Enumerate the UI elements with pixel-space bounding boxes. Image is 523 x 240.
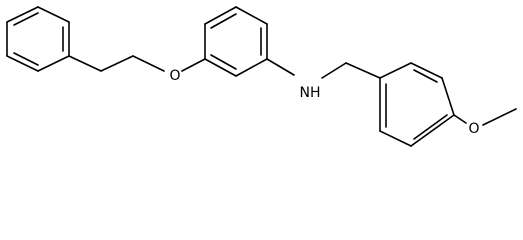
bond: [181, 58, 206, 72]
bond: [6, 55, 39, 72]
bond: [100, 55, 134, 72]
bond: [235, 6, 268, 25]
bond: [37, 55, 70, 72]
bond: [68, 55, 102, 72]
double-bond-inner: [413, 114, 448, 140]
double-bond-inner: [210, 54, 237, 70]
bond: [441, 77, 455, 116]
bond: [379, 130, 412, 147]
phenyl-ring: [6, 6, 70, 72]
bond: [345, 62, 381, 79]
ether-oxygen-label: O: [169, 68, 180, 84]
chemical-structure: O NH O: [6, 6, 517, 147]
methyl-bond: [482, 108, 517, 126]
bond: [132, 55, 165, 72]
bond: [235, 58, 268, 77]
bond: [453, 114, 467, 124]
central-benzene-ring: [204, 6, 268, 77]
methoxy-oxygen-label: O: [468, 121, 479, 137]
double-bond-inner: [413, 69, 438, 83]
bond: [410, 114, 455, 147]
bond: [321, 62, 347, 79]
methoxyphenyl-ring: [379, 62, 455, 147]
bond: [379, 62, 412, 79]
bond: [410, 62, 443, 79]
double-bond-inner: [13, 12, 39, 26]
bond: [204, 6, 237, 25]
bond: [37, 6, 70, 23]
bond: [266, 58, 295, 76]
double-bond-inner: [13, 52, 39, 66]
bond: [204, 58, 237, 77]
bond: [6, 6, 39, 23]
amine-label: NH: [300, 85, 321, 101]
structure-drawing: O NH O: [6, 6, 517, 147]
double-bond-inner: [210, 13, 237, 29]
ethylene-linker: [68, 55, 165, 72]
